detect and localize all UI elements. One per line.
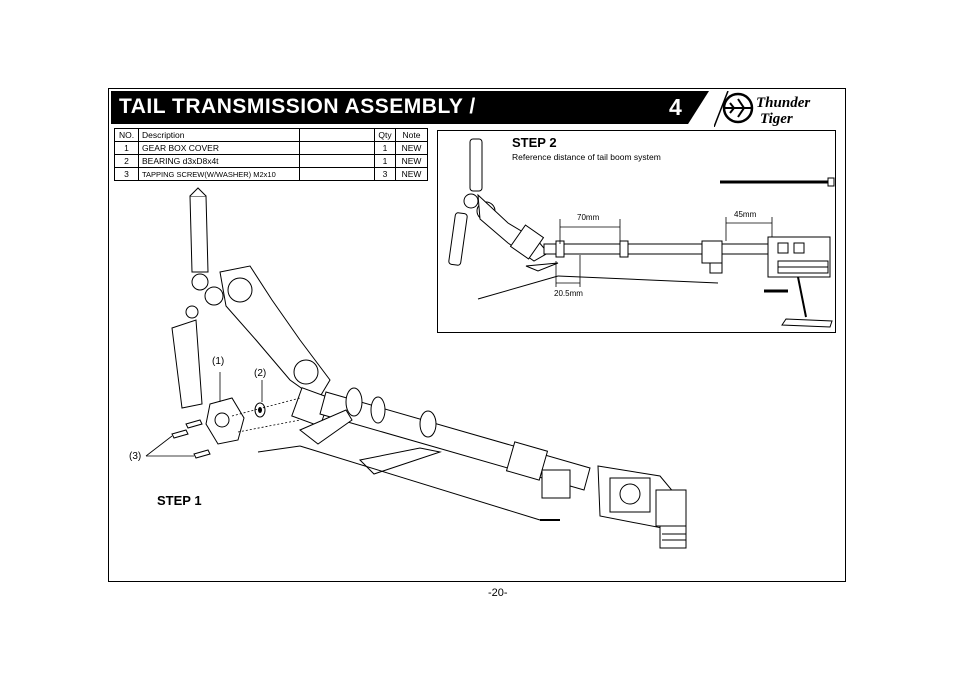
page-frame: [108, 88, 846, 582]
step2-panel: STEP 2 Reference distance of tail boom s…: [437, 130, 836, 333]
callout-2: (2): [254, 368, 267, 379]
step1-label: STEP 1: [157, 493, 202, 508]
row-no: 3: [114, 167, 139, 181]
callout-1: (1): [212, 356, 225, 367]
table-header-row: NO. Description Qty Note: [114, 128, 428, 142]
dim-45mm: 45mm: [734, 210, 757, 219]
row-description: TAPPING SCREW(W/WASHER) M2x10: [138, 167, 300, 181]
page-title: TAIL TRANSMISSION ASSEMBLY /: [119, 95, 476, 118]
step-number: 4: [669, 94, 682, 120]
title-bar: TAIL TRANSMISSION ASSEMBLY / 4: [111, 91, 709, 124]
step2-tail-boom-drawing: [448, 138, 835, 328]
logo-line2: Tiger: [760, 111, 793, 127]
logo-line1: Thunder: [756, 95, 810, 111]
header-note: Note: [395, 128, 428, 142]
table-row: 2 BEARING d3xD8x4t 1 NEW: [114, 154, 428, 168]
thunder-tiger-logo-icon: Thunder Tiger: [713, 90, 842, 128]
step2-label: STEP 2: [512, 135, 557, 150]
dim-20-5mm: 20.5mm: [554, 289, 583, 298]
table-row: 1 GEAR BOX COVER 1 NEW: [114, 141, 428, 155]
callout-3: (3): [129, 451, 142, 462]
dim-70mm: 70mm: [577, 213, 600, 222]
thunder-tiger-logo: Thunder Tiger: [713, 90, 842, 128]
parts-table: NO. Description Qty Note 1 GEAR BOX COVE…: [114, 128, 428, 181]
row-note: NEW: [395, 167, 428, 181]
page-number: -20-: [488, 587, 508, 599]
step2-subtitle: Reference distance of tail boom system: [512, 152, 661, 162]
table-row: 3 TAPPING SCREW(W/WASHER) M2x10 3 NEW: [114, 167, 428, 181]
